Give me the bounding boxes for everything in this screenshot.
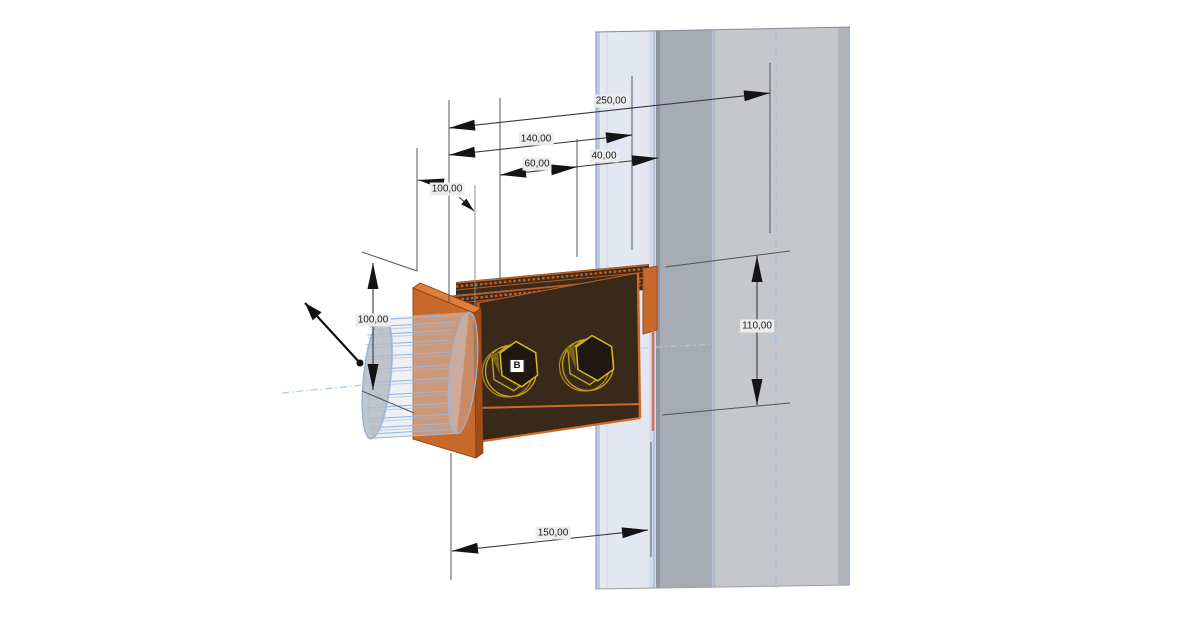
bolt-2[interactable] [558,334,615,392]
dim-label-140[interactable]: 140,00 [518,132,554,146]
dim-label-60[interactable]: 60,00 [522,157,552,171]
axis-arrow[interactable] [304,302,364,367]
pipe [361,311,479,440]
dim-label-100-pipe[interactable]: 100,00 [355,313,391,327]
dim-label-40[interactable]: 40,00 [589,149,619,163]
column-end-plate [642,265,658,431]
column-profile [594,26,851,590]
extension-lines [361,63,791,580]
dim-label-110[interactable]: 110,00 [740,319,774,333]
dim-label-100-left[interactable]: 100,00 [429,182,465,196]
bolt-mark-label[interactable]: B [509,359,525,373]
pipe-centerline [281,338,807,394]
dim-label-150[interactable]: 150,00 [535,526,571,540]
dim-label-250[interactable]: 250,00 [593,94,629,108]
top-plate-strip-back [455,264,650,295]
